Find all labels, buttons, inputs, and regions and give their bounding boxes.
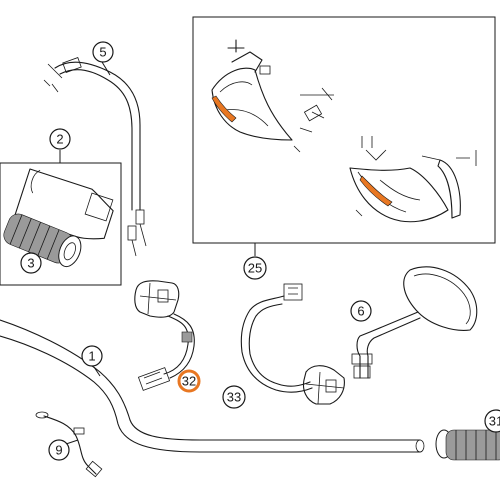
callout-9-label: 9 <box>55 443 62 458</box>
callout-33[interactable]: 33 <box>222 385 246 409</box>
callout-1-label: 1 <box>88 349 95 364</box>
connector-cable-33 <box>240 283 345 405</box>
grip-31 <box>435 429 500 461</box>
callout-6[interactable]: 6 <box>350 300 372 322</box>
callout-32[interactable]: 32 <box>177 369 201 393</box>
cable-9 <box>35 411 103 478</box>
callout-6-label: 6 <box>357 304 364 319</box>
callout-3[interactable]: 3 <box>20 252 42 274</box>
handguard-assembly <box>192 16 496 244</box>
callout-3-label: 3 <box>27 256 34 271</box>
callout-2-label: 2 <box>56 132 63 147</box>
callout-5[interactable]: 5 <box>92 41 114 63</box>
callout-31-label: 31 <box>489 414 500 429</box>
callout-1[interactable]: 1 <box>81 345 103 367</box>
handlebar-1 <box>0 319 425 453</box>
callout-33-label: 33 <box>227 390 241 405</box>
throttle-grip-assembly <box>0 162 122 286</box>
callout-32-label: 32 <box>182 374 196 389</box>
throttle-cables <box>43 57 147 257</box>
callout-25-label: 25 <box>248 261 262 276</box>
callout-25[interactable]: 25 <box>243 256 267 280</box>
callout-5-label: 5 <box>99 45 106 60</box>
mirror-6 <box>351 266 478 379</box>
switch-assembly-32 <box>134 280 195 391</box>
callout-2[interactable]: 2 <box>49 128 71 150</box>
callout-9[interactable]: 9 <box>48 439 70 461</box>
callout-31[interactable]: 31 <box>484 409 500 433</box>
